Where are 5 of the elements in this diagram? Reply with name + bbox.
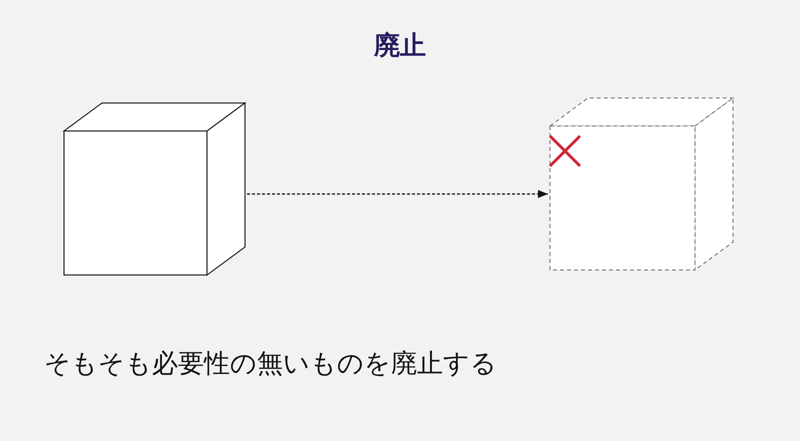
caption: そもそも必要性の無いものを廃止する: [44, 348, 497, 381]
title: 廃止: [372, 30, 427, 63]
cube-drawing: [64, 103, 245, 275]
arrow: [247, 190, 548, 198]
dashed-cube-drawing: [550, 98, 733, 270]
